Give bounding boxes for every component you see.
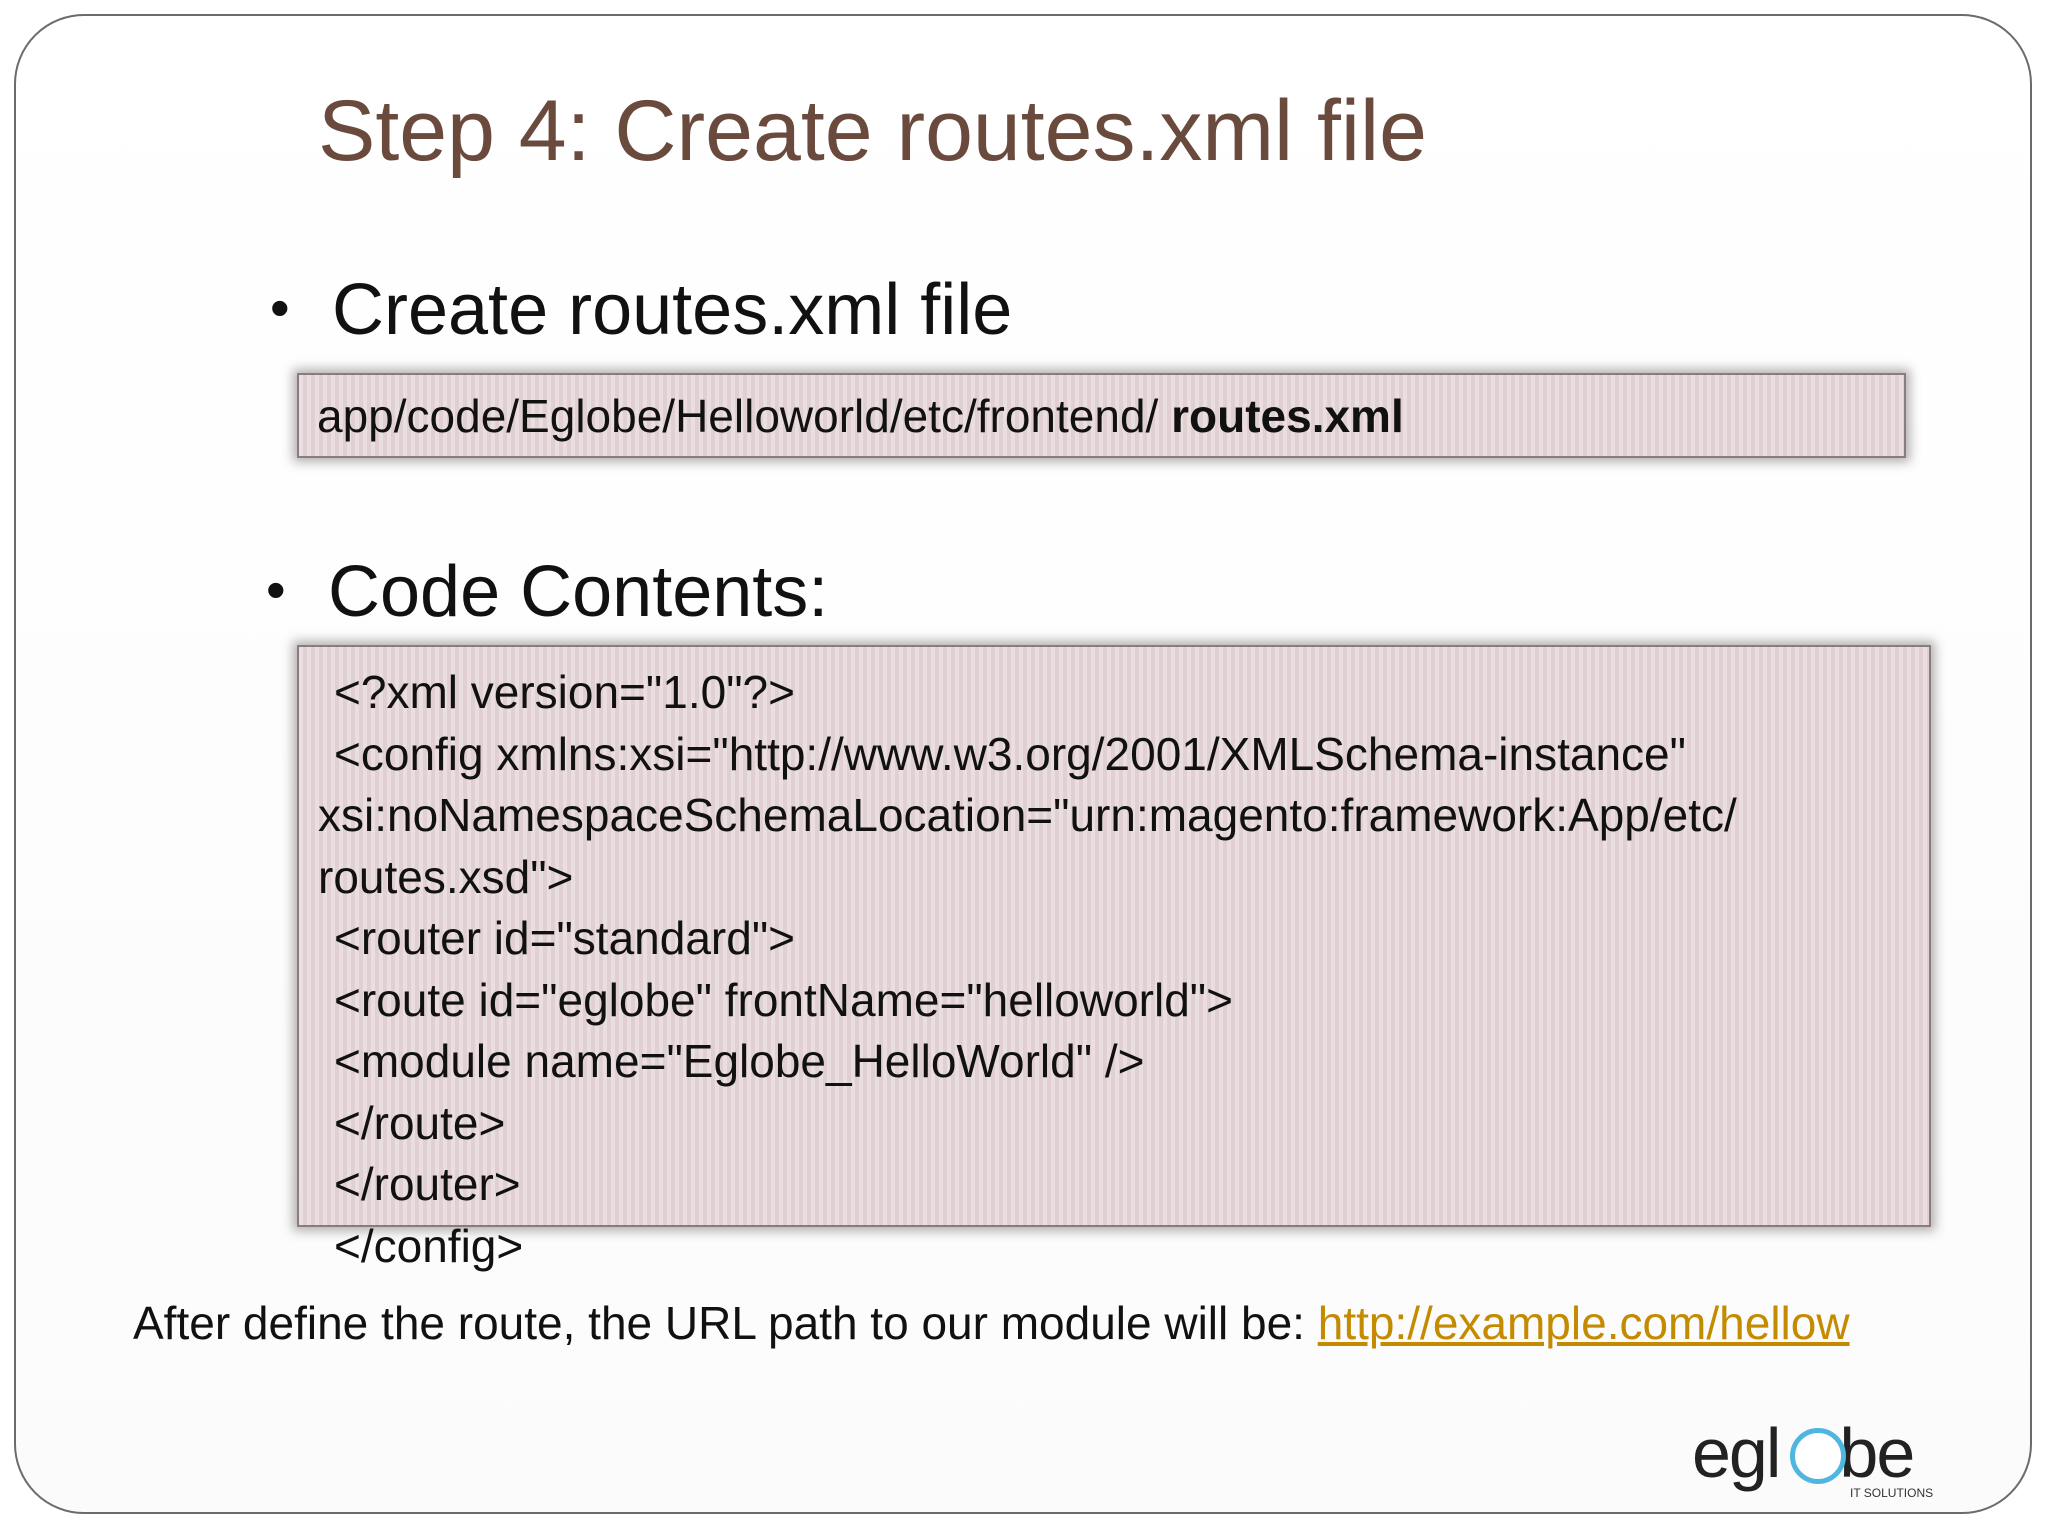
code-line: <module name="Eglobe_HelloWorld" /> — [334, 1035, 1145, 1087]
file-path-box: app/code/Eglobe/Helloworld/etc/frontend/… — [297, 373, 1906, 458]
code-line: <route id="eglobe" frontName="helloworld… — [334, 973, 1233, 1026]
code-line: <config xmlns:xsi="http://www.w3.org/200… — [334, 727, 1686, 780]
bullet-create-routes-text: Create routes.xml file — [332, 270, 1013, 350]
logo-tagline: IT SOLUTIONS — [1850, 1486, 1934, 1500]
logo-wordmark-left: egl — [1692, 1414, 1781, 1492]
code-line: </config> — [334, 1219, 524, 1272]
code-line: xsi:noNamespaceSchemaLocation="urn:magen… — [318, 789, 1737, 841]
code-line: <?xml version="1.0"?> — [334, 666, 795, 718]
file-path-filename: routes.xml — [1171, 390, 1404, 442]
bullet-marker: • — [270, 276, 290, 340]
globe-icon — [1790, 1428, 1846, 1484]
file-path-prefix: app/code/Eglobe/Helloworld/etc/frontend/ — [317, 390, 1172, 442]
bullet-code-contents-text: Code Contents: — [328, 552, 829, 632]
footer-note-text: After define the route, the URL path to … — [133, 1297, 1318, 1349]
bullet-create-routes: •Create routes.xml file — [270, 274, 1012, 346]
code-line: </router> — [334, 1158, 521, 1210]
slide-title: Step 4: Create routes.xml file — [318, 83, 1427, 179]
code-line: <router id="standard"> — [334, 912, 796, 964]
file-path: app/code/Eglobe/Helloworld/etc/frontend/… — [317, 393, 1404, 439]
footer-note: After define the route, the URL path to … — [133, 1300, 1850, 1346]
code-box — [297, 645, 1931, 1227]
bullet-code-contents: •Code Contents: — [266, 556, 828, 628]
module-url-link[interactable]: http://example.com/hellow — [1317, 1297, 1850, 1349]
code-block: <?xml version="1.0"?> <config xmlns:xsi="… — [318, 662, 1737, 1277]
logo-wordmark-right: be — [1839, 1414, 1915, 1492]
code-line: routes.xsd"> — [318, 850, 574, 903]
bullet-marker: • — [266, 558, 286, 622]
code-line: </route> — [334, 1096, 506, 1149]
